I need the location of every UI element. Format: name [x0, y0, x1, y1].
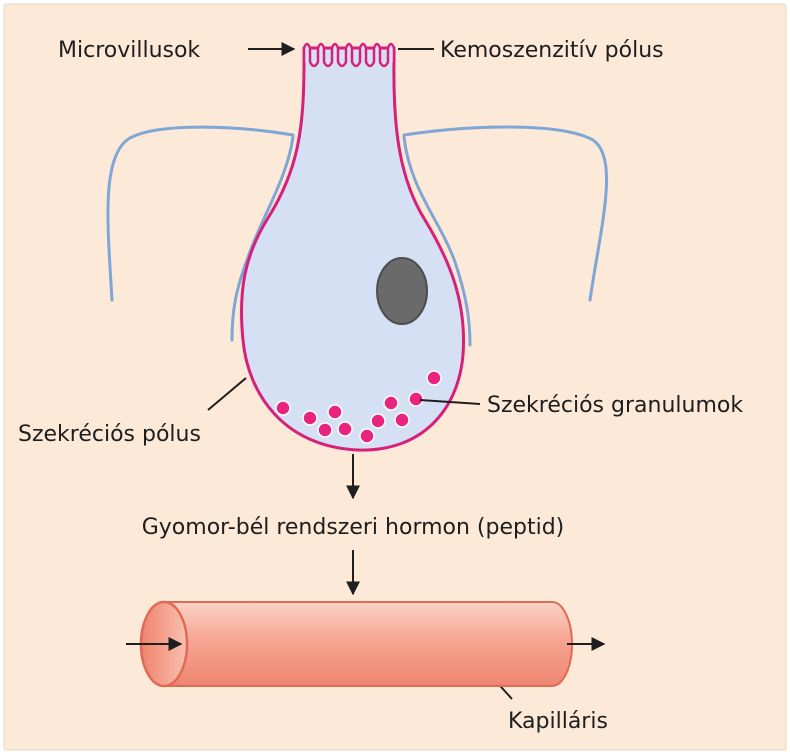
nucleus [376, 257, 428, 325]
neighbor-cells [106, 125, 609, 347]
granule [370, 413, 386, 429]
hormone-label: Gyomor-bél rendszeri hormon (peptid) [142, 515, 565, 540]
granule [359, 428, 375, 444]
left-neighbor-cell-outer [106, 125, 295, 302]
granule [275, 400, 291, 416]
microvilli-label: Microvillusok [58, 38, 200, 63]
granule [327, 404, 343, 420]
granule [383, 395, 399, 411]
capillary-tube [164, 601, 573, 687]
secretory-pole-leader [207, 377, 247, 411]
secretory-granules-label: Szekréciós granulumok [487, 393, 743, 418]
right-neighbor-cell-outer [402, 125, 609, 302]
granule [426, 370, 442, 386]
right-neighbor-cell-inner [402, 135, 472, 347]
secretory-pole-label: Szekréciós pólus [18, 422, 201, 447]
granule [317, 422, 333, 438]
chemosensitive-pole-label: Kemoszenzitív pólus [440, 38, 664, 63]
granule [337, 421, 353, 437]
microvilli [302, 42, 396, 68]
left-neighbor-cell-inner [230, 135, 295, 342]
granule [408, 391, 424, 407]
capillary [126, 600, 606, 688]
secretory-granules [275, 370, 442, 444]
capillary-label: Kapilláris [508, 709, 608, 734]
granule [394, 412, 410, 428]
granule [302, 410, 318, 426]
granules-leader [419, 399, 481, 405]
endocrine-cell-body [240, 46, 466, 452]
